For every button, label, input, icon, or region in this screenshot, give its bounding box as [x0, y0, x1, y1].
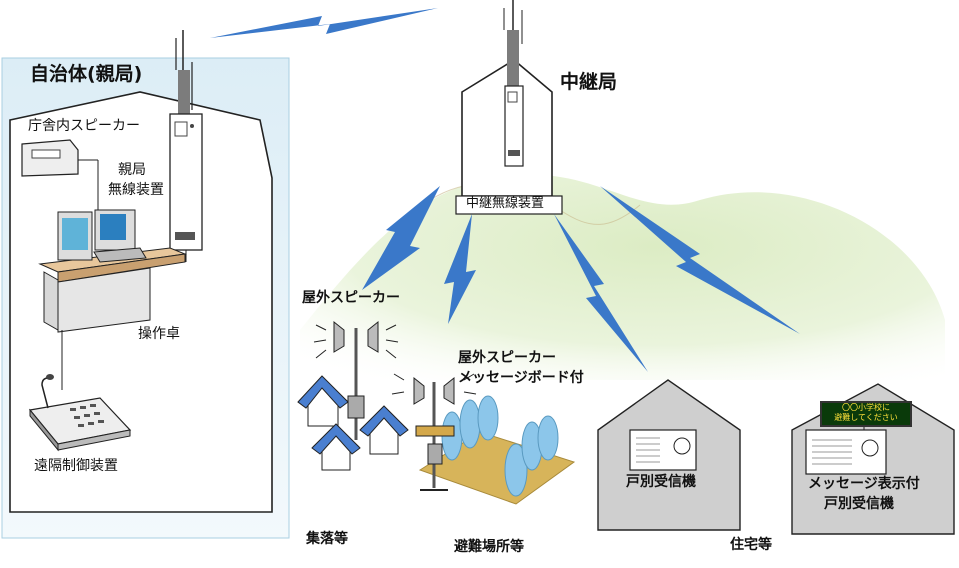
outdoor-board-speaker-pole [391, 373, 477, 491]
relay-equipment-base [455, 195, 563, 215]
outdoor-speaker-label: 屋外スピーカー [302, 290, 400, 306]
message-receiver-label-line2: 戸別受信機 [824, 496, 894, 512]
house-receiver-device [629, 429, 697, 471]
relay-radio-equipment [504, 85, 524, 167]
signal-bolt-2 [444, 214, 476, 324]
parent-radio-equipment [169, 113, 203, 262]
house-receiver-label: 戸別受信機 [626, 474, 696, 490]
console-label: 操作卓 [138, 326, 180, 342]
message-display-line2: 避難してください [834, 413, 898, 422]
outdoor-speaker-pole [313, 320, 399, 440]
area-village-label: 集落等 [306, 531, 348, 547]
message-receiver-label-line1: メッセージ表示付 [808, 476, 920, 492]
office-speaker [21, 139, 99, 210]
outdoor-board-label-line2: メッセージボード付 [458, 370, 584, 386]
signal-bolt-top [210, 8, 438, 38]
parent-radio-label-line1: 親局 [118, 162, 146, 178]
message-display-board: 〇〇小学校に 避難してください [820, 401, 912, 427]
village-houses [297, 375, 409, 471]
municipality-title: 自治体(親局) [30, 63, 143, 85]
area-housing-label: 住宅等 [730, 537, 772, 553]
background-hill [300, 174, 945, 380]
message-receiver-device [805, 425, 887, 475]
area-shelter-label: 避難場所等 [454, 539, 524, 555]
relay-title: 中継局 [560, 71, 618, 93]
console-desk [38, 209, 187, 390]
parent-antenna [175, 30, 193, 118]
relay-equipment-label: 中継無線装置 [466, 196, 545, 211]
office-speaker-label: 庁舎内スピーカー [28, 118, 140, 134]
signal-bolt-3 [554, 214, 648, 372]
remote-control-device [28, 374, 132, 452]
relay-antenna [503, 0, 523, 90]
outdoor-board-label-line1: 屋外スピーカー [458, 350, 556, 366]
remote-control-label: 遠隔制御装置 [34, 458, 118, 474]
parent-radio-label-line2: 無線装置 [108, 182, 164, 198]
signal-bolt-1 [362, 186, 440, 290]
signal-bolt-4 [600, 186, 800, 334]
message-display-line1: 〇〇小学校に [842, 403, 890, 412]
